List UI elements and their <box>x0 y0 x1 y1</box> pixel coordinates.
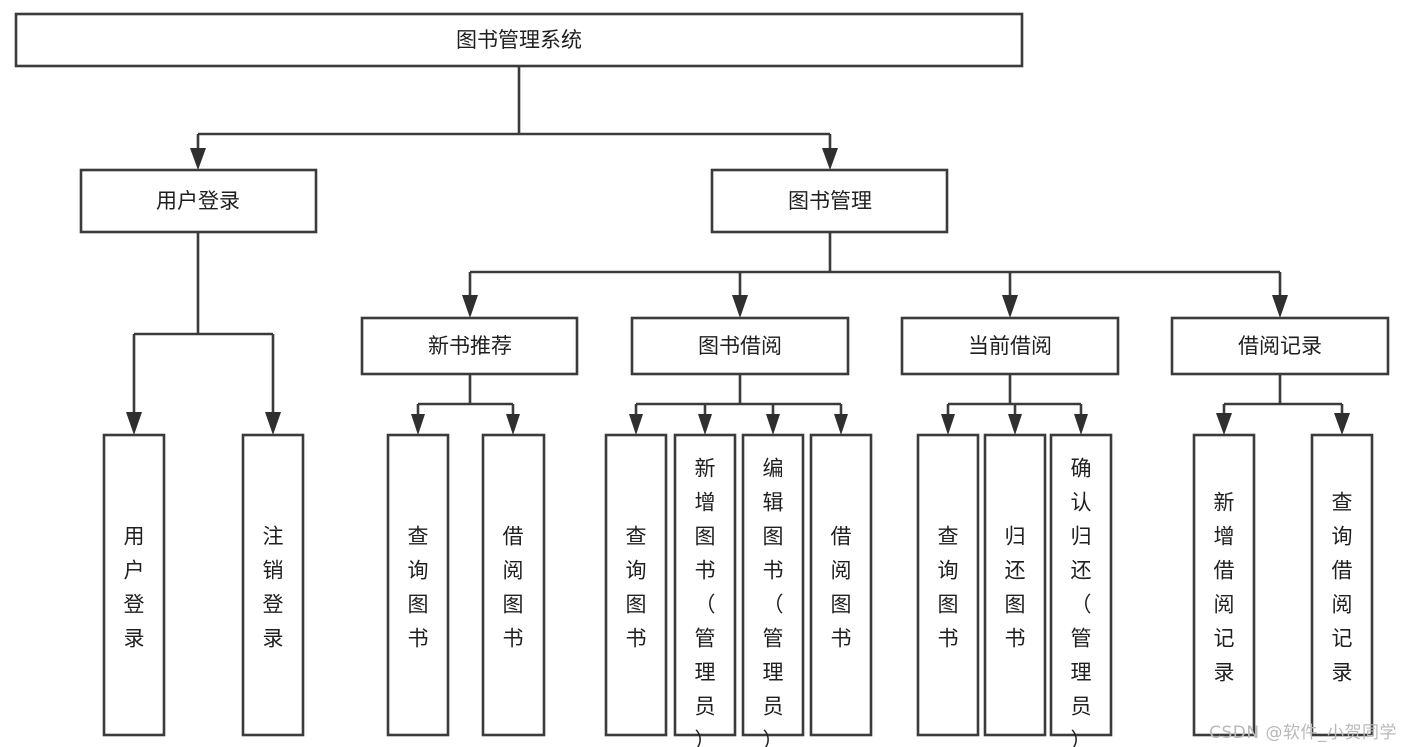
leaf-user-login-box[interactable] <box>102 433 166 737</box>
leaf-br-query-record-box[interactable] <box>1310 433 1374 737</box>
leaf-bb-query-book-box[interactable] <box>604 433 668 737</box>
leaf-cb-query-book-box[interactable] <box>916 433 980 737</box>
arrow-head-leaf-user-login <box>126 412 142 435</box>
node-book-borrow-label: 图书借阅 <box>698 334 782 358</box>
arrow-head-borrow-record <box>1272 295 1288 318</box>
node-borrow-record[interactable]: 借阅记录 <box>1170 316 1390 376</box>
leaf-nb-query-book-label: 查询图书 <box>408 525 429 651</box>
node-new-book-recommend-label: 新书推荐 <box>428 334 512 358</box>
arrow-head-bb-borrow-book <box>834 414 848 435</box>
arrow-head-bb-add-book <box>698 414 712 435</box>
node-book-management[interactable]: 图书管理 <box>710 168 949 234</box>
arrow-head-bb-query-book <box>629 414 643 435</box>
node-root-label: 图书管理系统 <box>456 28 582 52</box>
arrow-head-cb-query-book <box>941 414 955 435</box>
node-user-login-label: 用户登录 <box>156 189 240 213</box>
arrow-head-user-login <box>190 148 206 170</box>
node-user-login[interactable]: 用户登录 <box>79 168 318 234</box>
leaf-cb-confirm-return[interactable]: 确认归还（管理员） <box>1049 433 1113 747</box>
leaf-nb-query-book[interactable]: 查询图书 <box>386 433 450 737</box>
node-borrow-record-label: 借阅记录 <box>1238 334 1322 358</box>
leaf-bb-borrow-book-label: 借阅图书 <box>831 525 852 651</box>
node-root-box[interactable] <box>14 12 1024 68</box>
leaf-bb-borrow-book-box[interactable] <box>809 433 873 737</box>
node-borrow-record-box[interactable] <box>1170 316 1390 376</box>
leaf-cb-query-book[interactable]: 查询图书 <box>916 433 980 737</box>
arrow-head-nb-borrow-book <box>506 414 520 435</box>
arrow-head-book-borrow <box>732 295 748 318</box>
leaf-bb-query-book[interactable]: 查询图书 <box>604 433 668 737</box>
leaf-logout[interactable]: 注销登录 <box>241 433 305 737</box>
arrow-head-cb-return-book <box>1008 414 1022 435</box>
node-book-management-label: 图书管理 <box>788 189 872 213</box>
leaf-user-login-label: 用户登录 <box>124 525 145 651</box>
leaf-bb-query-book-label: 查询图书 <box>626 525 647 651</box>
node-book-management-box[interactable] <box>710 168 949 234</box>
arrow-head-br-add-record <box>1216 413 1232 435</box>
arrow-head-nb-query-book <box>411 414 425 435</box>
leaf-nb-borrow-book-box[interactable] <box>481 433 546 737</box>
leaf-nb-borrow-book[interactable]: 借阅图书 <box>481 433 546 737</box>
node-user-login-box[interactable] <box>79 168 318 234</box>
leaf-logout-box[interactable] <box>241 433 305 737</box>
leaf-cb-query-book-label: 查询图书 <box>938 525 959 651</box>
node-current-borrow-label: 当前借阅 <box>968 334 1052 358</box>
connector-layer <box>126 66 1350 435</box>
arrow-head-book-mgmt <box>822 148 838 170</box>
node-book-borrow-box[interactable] <box>630 316 850 376</box>
leaf-cb-return-book[interactable]: 归还图书 <box>983 433 1047 737</box>
leaf-bb-edit-book-label: 编辑图书（管理员） <box>763 457 784 747</box>
leaf-user-login[interactable]: 用户登录 <box>102 433 166 737</box>
leaf-cb-return-book-label: 归还图书 <box>1005 525 1026 651</box>
arrow-head-bb-edit-book <box>766 414 780 435</box>
leaf-nb-query-book-box[interactable] <box>386 433 450 737</box>
arrow-head-current-borrow <box>1002 295 1018 318</box>
leaf-bb-add-book-box[interactable] <box>673 433 737 737</box>
leaf-br-add-record-label: 新增借阅记录 <box>1214 491 1235 685</box>
leaf-bb-edit-book-box[interactable] <box>741 433 805 737</box>
leaf-br-add-record[interactable]: 新增借阅记录 <box>1192 433 1256 737</box>
node-root[interactable]: 图书管理系统 <box>14 12 1024 68</box>
node-new-book-recommend[interactable]: 新书推荐 <box>360 316 579 376</box>
node-current-borrow-box[interactable] <box>900 316 1120 376</box>
arrow-head-new-book-rec <box>462 295 478 318</box>
leaf-br-add-record-box[interactable] <box>1192 433 1256 737</box>
node-current-borrow[interactable]: 当前借阅 <box>900 316 1120 376</box>
leaf-bb-borrow-book[interactable]: 借阅图书 <box>809 433 873 737</box>
leaf-logout-label: 注销登录 <box>263 525 284 651</box>
csdn-watermark: CSDN @软件_小贺同学 <box>1209 723 1397 743</box>
leaf-bb-add-book[interactable]: 新增图书（管理员） <box>673 433 737 747</box>
leaf-br-query-record-label: 查询借阅记录 <box>1332 491 1353 685</box>
leaf-br-query-record[interactable]: 查询借阅记录 <box>1310 433 1374 737</box>
arrow-head-br-query-record <box>1334 413 1350 435</box>
arrow-head-leaf-logout <box>265 412 281 435</box>
leaf-bb-edit-book[interactable]: 编辑图书（管理员） <box>741 433 805 747</box>
leaf-nb-borrow-book-label: 借阅图书 <box>503 525 524 651</box>
leaf-bb-add-book-label: 新增图书（管理员） <box>695 457 716 747</box>
leaf-cb-confirm-return-box[interactable] <box>1049 433 1113 737</box>
arrow-head-cb-confirm-return <box>1074 414 1088 435</box>
node-new-book-recommend-box[interactable] <box>360 316 579 376</box>
leaf-cb-return-book-box[interactable] <box>983 433 1047 737</box>
leaf-cb-confirm-return-label: 确认归还（管理员） <box>1071 457 1092 747</box>
node-book-borrow[interactable]: 图书借阅 <box>630 316 850 376</box>
